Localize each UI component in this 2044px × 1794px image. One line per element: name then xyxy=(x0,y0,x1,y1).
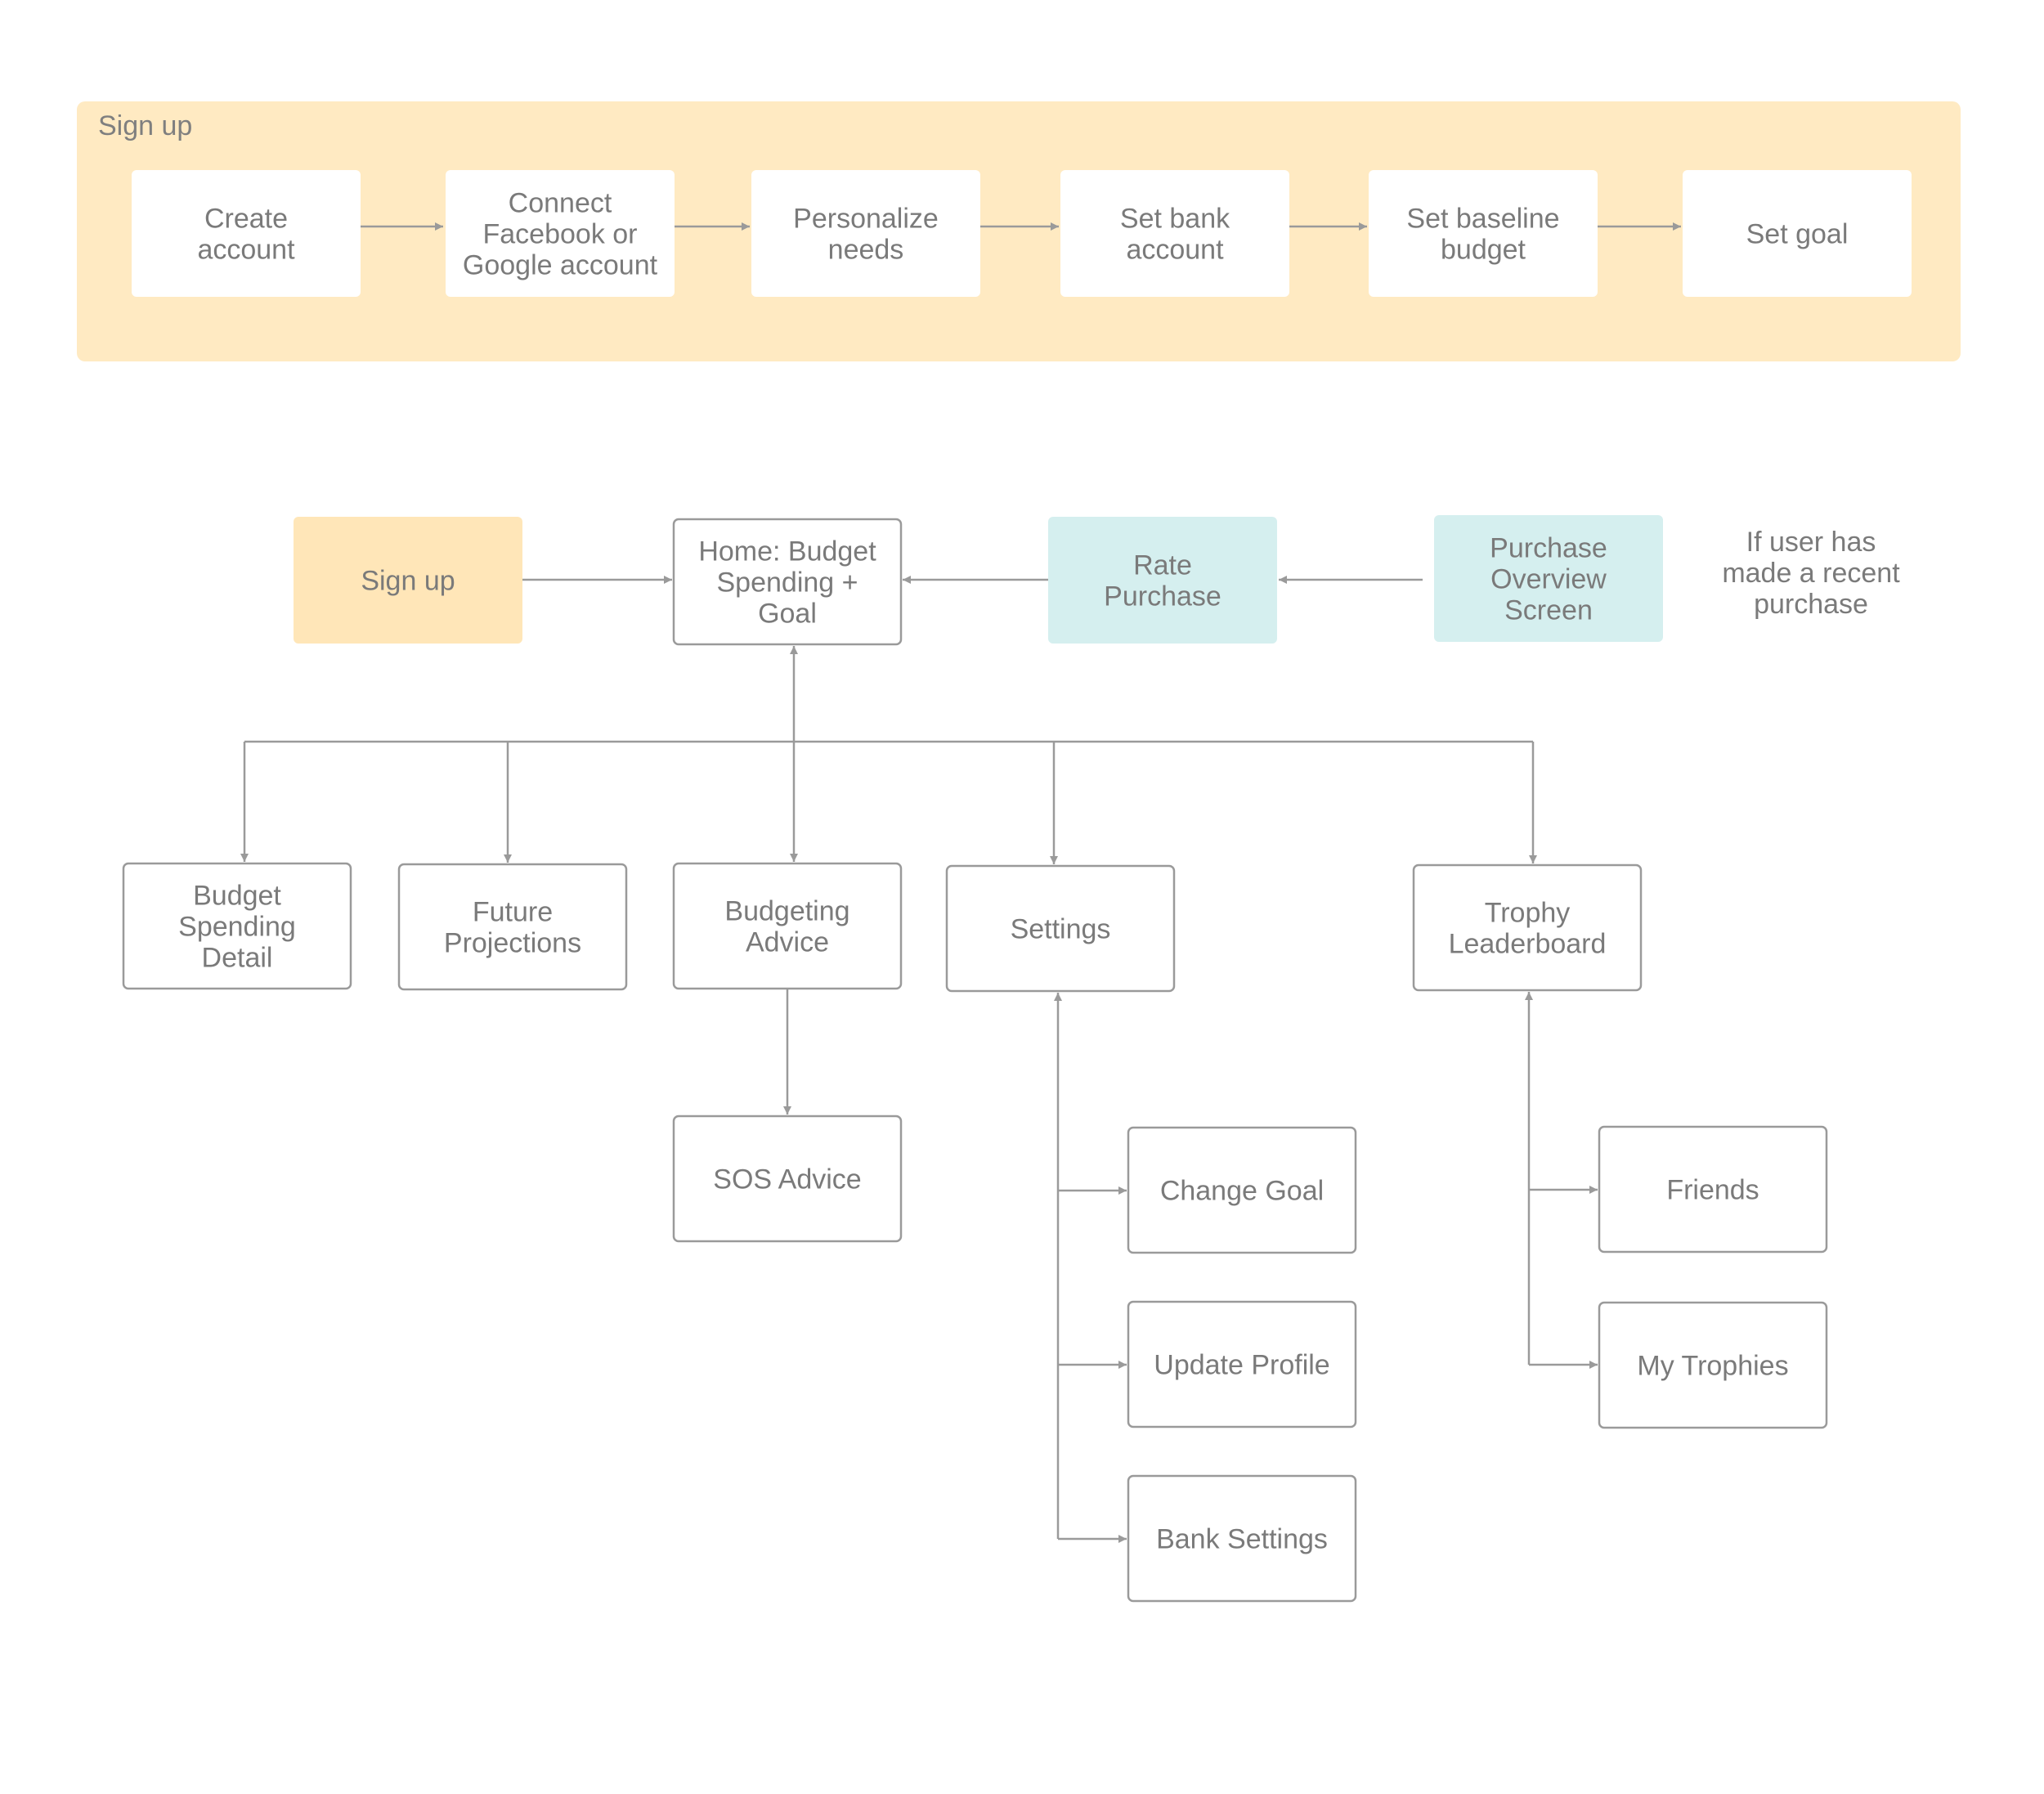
set-baseline-budget-label-line: Set baseline xyxy=(1406,204,1559,235)
update-profile-label-line: Update Profile xyxy=(1154,1350,1329,1381)
create-account-label-line: account xyxy=(197,235,295,266)
update-profile-box[interactable]: Update Profile xyxy=(1127,1300,1357,1428)
personalize-needs-label-line: needs xyxy=(828,235,904,266)
set-goal-box[interactable]: Set goal xyxy=(1683,170,1912,297)
budgeting-advice-label-line: Advice xyxy=(746,927,829,958)
trophy-leaderboard-label-line: Leaderboard xyxy=(1449,929,1607,960)
budget-spending-detail-label-line: Spending xyxy=(178,912,296,943)
connect-account-label-line: Facebook or xyxy=(483,219,638,250)
trophy-leaderboard-label-line: Trophy xyxy=(1485,898,1571,929)
change-goal-label-line: Change Goal xyxy=(1160,1176,1324,1207)
create-account-label-line: Create xyxy=(204,204,288,235)
signup-panel-title: Sign up xyxy=(98,110,192,141)
set-baseline-budget-label-line: budget xyxy=(1441,235,1526,266)
rate-purchase-label-line: Rate xyxy=(1133,550,1192,581)
friends-label-line: Friends xyxy=(1666,1175,1759,1206)
set-goal-label-line: Set goal xyxy=(1746,219,1849,250)
home-label-line: Home: Budget xyxy=(698,536,876,567)
my-trophies-label-line: My Trophies xyxy=(1637,1351,1788,1382)
bank-settings-label-line: Bank Settings xyxy=(1156,1524,1328,1555)
budgeting-advice-label-line: Budgeting xyxy=(724,896,849,927)
settings-box[interactable]: Settings xyxy=(945,864,1176,993)
friends-box[interactable]: Friends xyxy=(1598,1125,1828,1254)
budget-spending-detail-label-line: Detail xyxy=(202,943,273,974)
purchase-overview-label-line: Screen xyxy=(1504,595,1593,626)
personalize-needs-label-line: Personalize xyxy=(793,204,939,235)
future-projections-label-line: Projections xyxy=(444,928,581,959)
future-projections-label-line: Future xyxy=(473,897,553,928)
note-line: purchase xyxy=(1754,589,1868,620)
purchase-overview-label-line: Overview xyxy=(1490,564,1607,595)
home-label-line: Spending + xyxy=(717,567,858,599)
connect-account-label-line: Connect xyxy=(509,188,612,219)
budget-spending-detail-label-line: Budget xyxy=(193,881,281,912)
set-bank-account-label-line: account xyxy=(1126,235,1224,266)
note-line: made a recent xyxy=(1722,558,1900,589)
change-goal-box[interactable]: Change Goal xyxy=(1127,1126,1357,1254)
bank-settings-box[interactable]: Bank Settings xyxy=(1127,1474,1357,1603)
purchase-overview-label-line: Purchase xyxy=(1490,533,1607,564)
sos-advice-label-line: SOS Advice xyxy=(713,1164,861,1195)
sign-up-label-line: Sign up xyxy=(361,566,455,597)
settings-label-line: Settings xyxy=(1011,914,1111,945)
sos-advice-box[interactable]: SOS Advice xyxy=(672,1115,903,1243)
rate-purchase-label-line: Purchase xyxy=(1104,581,1221,612)
home-label-line: Goal xyxy=(758,599,817,630)
my-trophies-box[interactable]: My Trophies xyxy=(1598,1301,1828,1429)
set-bank-account-label-line: Set bank xyxy=(1120,204,1230,235)
sign-up-box[interactable]: Sign up xyxy=(294,517,522,644)
connect-account-label-line: Google account xyxy=(463,250,658,281)
note-line: If user has xyxy=(1746,527,1876,558)
